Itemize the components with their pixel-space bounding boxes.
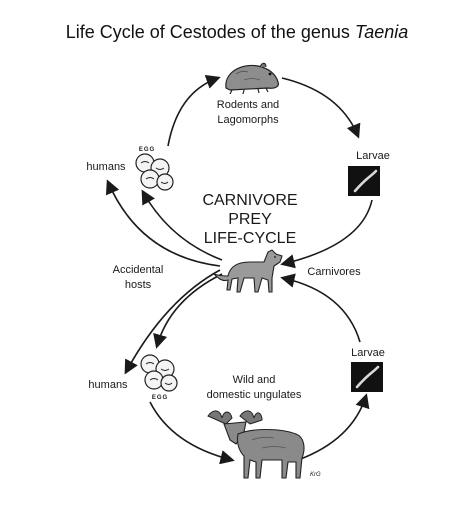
arrow-larvae-bottom-to-wolf [280, 273, 361, 343]
carnivores-label: Carnivores [307, 266, 361, 278]
ungulates-label-line1: Wild and [233, 374, 276, 386]
moose-icon [207, 410, 305, 479]
rodent-icon [225, 62, 279, 95]
title-prefix: Life Cycle of Cestodes of the genus [65, 22, 350, 42]
center-label-line2: PREY [228, 211, 272, 228]
accidental-hosts-line1: Accidental [113, 264, 164, 276]
rodents-label-line1: Rodents and [217, 99, 279, 111]
egg-top-label: EGG [139, 147, 155, 153]
center-label-line1: CARNIVORE [202, 192, 297, 209]
rodents-label-line2: Lagomorphs [217, 114, 279, 126]
arrow-wolf-to-eggs-top [141, 189, 223, 261]
arrow-moose-to-larvae-bottom [297, 393, 370, 461]
diagram-title: Life Cycle of Cestodes of the genus Taen… [0, 22, 474, 43]
humans-bottom-label: humans [88, 379, 128, 391]
cycle-arrows [105, 75, 373, 465]
arrow-wolf-to-humans-top [105, 179, 221, 267]
larva-icon [348, 166, 380, 196]
eggs-icon [140, 354, 178, 392]
artist-mark: KrG [310, 472, 321, 478]
center-label-line3: LIFE-CYCLE [204, 230, 296, 247]
arrow-rodents-to-larvae-top [281, 77, 361, 139]
arrow-eggs-to-moose [149, 401, 235, 465]
arrow-wolf-to-humans-bottom [124, 269, 221, 375]
larvae-top-label: Larvae [356, 150, 390, 162]
accidental-hosts-line2: hosts [125, 279, 152, 291]
arrow-wolf-to-eggs-bottom [153, 273, 223, 349]
wolf-icon [213, 249, 283, 293]
egg-bottom-label: EGG [152, 395, 168, 401]
larvae-bottom-label: Larvae [351, 347, 385, 359]
title-genus: Taenia [354, 22, 409, 42]
humans-top-label: humans [86, 161, 126, 173]
arrow-larvae-top-to-wolf [280, 199, 373, 269]
eggs-icon [135, 153, 174, 191]
larva-icon [351, 362, 383, 392]
arrow-eggs-to-rodents [167, 75, 221, 147]
ungulates-label-line2: domestic ungulates [207, 389, 302, 401]
